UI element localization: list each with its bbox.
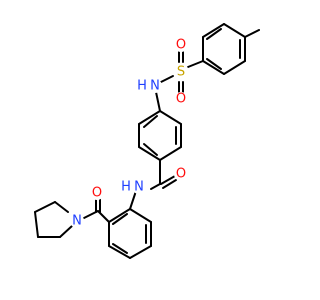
bond [223, 60, 246, 75]
bond [129, 190, 137, 210]
bond [159, 110, 182, 125]
bond-inner [112, 213, 128, 225]
nitrogen-atom: N [72, 214, 82, 229]
bond [129, 245, 152, 259]
bond [187, 60, 204, 68]
bond-methyl [244, 29, 260, 38]
sulfur-atom: S [177, 65, 185, 80]
molecule-structure: S O O N H O N H O N [34, 23, 260, 259]
bond [59, 225, 73, 238]
bond [155, 91, 161, 112]
bond [223, 23, 246, 38]
bond [54, 201, 69, 213]
bond-inner [112, 243, 128, 254]
bond [34, 211, 39, 238]
bond [129, 208, 152, 223]
nitrogen-atom: N [150, 79, 160, 94]
bond [83, 210, 99, 219]
atoms: S O O N H O N H O N [70, 38, 189, 229]
bond [160, 175, 176, 185]
bond [162, 179, 177, 189]
bond [202, 23, 225, 38]
bond [108, 245, 131, 259]
bonds [34, 23, 260, 259]
bond [108, 208, 131, 223]
hydrogen-atom: H [137, 79, 147, 94]
bond [138, 146, 161, 161]
oxygen-atom: O [92, 186, 102, 201]
bond [160, 75, 174, 83]
nitrogen-atom: N [134, 180, 144, 195]
bond-inner [143, 143, 158, 156]
bond-inner [143, 115, 158, 128]
bond [34, 201, 56, 213]
bond [202, 60, 225, 75]
hydrogen-atom: H [121, 180, 131, 195]
bond [159, 146, 182, 161]
bond [150, 183, 161, 190]
oxygen-atom: O [176, 38, 186, 53]
bond [138, 110, 161, 125]
bond-inner [206, 28, 222, 40]
oxygen-atom: O [176, 92, 186, 107]
oxygen-atom: O [176, 167, 186, 182]
bond-inner [206, 58, 222, 70]
